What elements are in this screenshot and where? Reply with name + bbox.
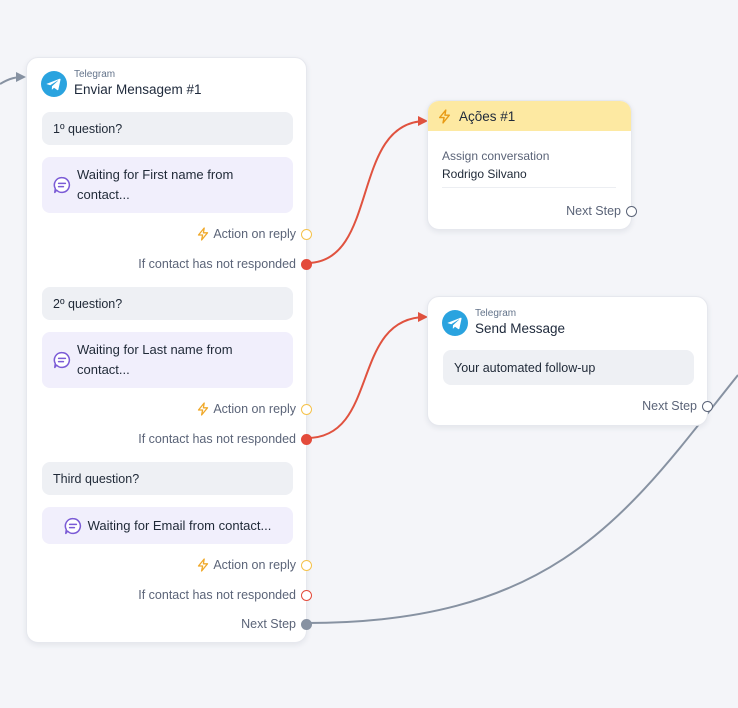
question-prompt-2[interactable]: 2º question? <box>42 287 293 320</box>
next-step-row: Next Step <box>241 616 312 632</box>
chat-bubble-icon <box>53 351 71 369</box>
not-responded-port[interactable] <box>301 258 312 270</box>
node-channel-label: Telegram <box>475 308 517 319</box>
not-responded-row-3: If contact has not responded <box>138 587 312 603</box>
action-on-reply-port[interactable] <box>301 228 312 240</box>
node-channel-label: Telegram <box>74 69 116 80</box>
question-prompt-1[interactable]: 1º question? <box>42 112 293 145</box>
question-text: 1º question? <box>53 121 123 136</box>
waiting-text-line2: contact... <box>77 362 130 377</box>
action-type-label: Assign conversation <box>442 149 550 163</box>
message-text: Your automated follow-up <box>454 360 596 375</box>
telegram-icon <box>41 70 67 97</box>
waiting-reply-1: Waiting for First name from contact... <box>42 157 293 213</box>
node-header: Telegram Send Message <box>442 308 565 337</box>
not-responded-label: If contact has not responded <box>138 588 296 602</box>
not-responded-row-2: If contact has not responded <box>138 431 312 447</box>
action-on-reply-row-1: Action on reply <box>196 226 312 242</box>
divider <box>442 187 616 188</box>
node-title: Ações #1 <box>459 108 516 124</box>
edge-q1-to-actions[interactable] <box>306 116 428 264</box>
action-on-reply-label: Action on reply <box>213 402 296 416</box>
bolt-icon <box>438 108 451 124</box>
action-on-reply-port[interactable] <box>301 559 312 571</box>
next-step-label: Next Step <box>566 204 621 218</box>
waiting-text: Waiting for Email from contact... <box>87 517 272 533</box>
edge-next-step-to-send-message[interactable] <box>306 374 738 624</box>
node-title: Enviar Mensagem #1 <box>74 82 202 97</box>
waiting-reply-3: Waiting for Email from contact... <box>42 507 293 544</box>
chat-bubble-icon <box>53 176 71 194</box>
not-responded-row-1: If contact has not responded <box>138 256 312 272</box>
message-preview[interactable]: Your automated follow-up <box>443 350 694 385</box>
bolt-icon <box>198 402 209 416</box>
next-step-port[interactable] <box>702 400 713 412</box>
action-on-reply-row-3: Action on reply <box>196 557 312 573</box>
telegram-node-enviar-mensagem[interactable]: Telegram Enviar Mensagem #1 1º question?… <box>26 57 312 643</box>
chat-bubble-icon <box>64 517 81 534</box>
action-on-reply-row-2: Action on reply <box>196 401 312 417</box>
next-step-row: Next Step <box>642 398 713 414</box>
action-on-reply-port[interactable] <box>301 403 312 415</box>
not-responded-port[interactable] <box>301 433 312 445</box>
action-on-reply-label: Action on reply <box>213 227 296 241</box>
question-prompt-3[interactable]: Third question? <box>42 462 293 495</box>
bolt-icon <box>198 227 209 241</box>
node-header: Telegram Enviar Mensagem #1 <box>41 69 202 98</box>
actions-node[interactable]: Ações #1 Assign conversation Rodrigo Sil… <box>427 100 637 230</box>
action-on-reply-label: Action on reply <box>213 558 296 572</box>
question-text: Third question? <box>53 471 140 486</box>
question-text: 2º question? <box>53 296 123 311</box>
waiting-text-line2: contact... <box>77 187 130 202</box>
not-responded-label: If contact has not responded <box>138 257 296 271</box>
incoming-edge[interactable] <box>0 72 26 85</box>
next-step-label: Next Step <box>642 399 697 413</box>
actions-node-header: Ações #1 <box>428 101 631 131</box>
next-step-port[interactable] <box>626 205 637 217</box>
waiting-text-line1: Waiting for Last name from <box>77 342 233 357</box>
waiting-reply-2: Waiting for Last name from contact... <box>42 332 293 388</box>
node-title: Send Message <box>475 321 566 336</box>
bolt-icon <box>198 558 209 572</box>
waiting-text-line1: Waiting for First name from <box>77 167 234 182</box>
not-responded-port[interactable] <box>301 589 312 601</box>
edge-q2-to-send-message[interactable] <box>306 312 428 439</box>
next-step-row: Next Step <box>566 203 637 219</box>
assignee-name: Rodrigo Silvano <box>442 167 527 181</box>
send-message-node[interactable]: Telegram Send Message Your automated fol… <box>427 296 713 426</box>
next-step-port[interactable] <box>301 618 312 630</box>
next-step-label: Next Step <box>241 617 296 631</box>
telegram-icon <box>442 309 468 336</box>
not-responded-label: If contact has not responded <box>138 432 296 446</box>
